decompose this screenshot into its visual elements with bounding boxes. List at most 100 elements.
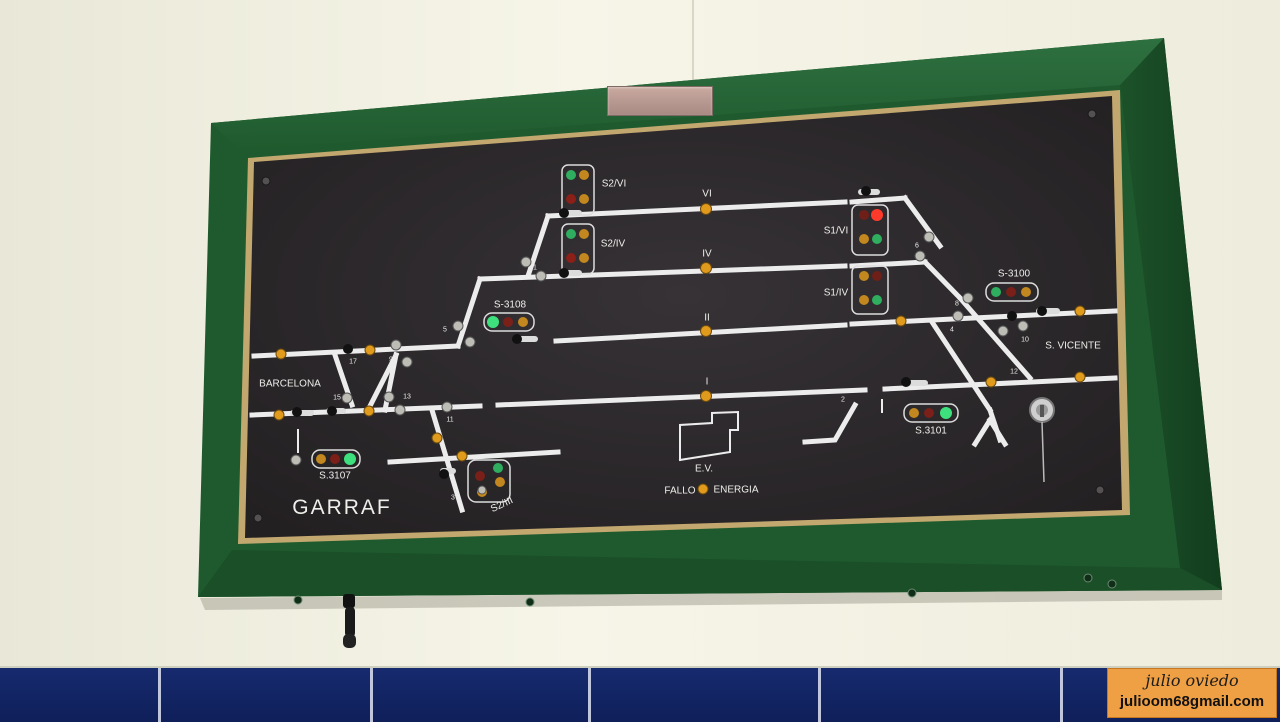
toggle-switch[interactable] bbox=[858, 186, 880, 196]
toggle-switch[interactable] bbox=[290, 407, 314, 417]
signal-label-s1-vi: S1/VI bbox=[823, 225, 849, 237]
toggle-switch[interactable] bbox=[559, 268, 582, 278]
point-lamp bbox=[520, 256, 532, 268]
signal-s3101 bbox=[903, 403, 959, 423]
signal-stack-s2-iv bbox=[561, 223, 595, 275]
wall-seam bbox=[692, 0, 694, 120]
signal-s3108 bbox=[483, 312, 535, 332]
lamp-power-failure bbox=[697, 483, 709, 495]
station-name: GARRAF bbox=[292, 496, 392, 519]
bolt-icon bbox=[525, 597, 535, 607]
signal-stack-s2-vi bbox=[561, 164, 595, 216]
bolt-icon bbox=[907, 588, 917, 598]
point-lamp bbox=[383, 391, 395, 403]
point-lamp bbox=[952, 310, 964, 322]
bolt-icon bbox=[293, 595, 303, 605]
frame-bolts bbox=[293, 573, 1117, 607]
signal-stack-s1-vi bbox=[851, 204, 889, 256]
point-lamp bbox=[962, 292, 974, 304]
switch-number: 17 bbox=[349, 358, 357, 366]
track-label-iv: IV bbox=[702, 248, 712, 260]
lamp-track-i bbox=[700, 390, 712, 402]
switch-number: 15 bbox=[333, 394, 341, 402]
lamp bbox=[985, 376, 997, 388]
amber-lamps bbox=[273, 203, 1086, 495]
track-label-ii: II bbox=[704, 312, 710, 324]
key-lock-icon[interactable] bbox=[1029, 397, 1055, 483]
point-lamp bbox=[535, 270, 547, 282]
tile-joint bbox=[1060, 668, 1063, 722]
lamp bbox=[1074, 371, 1086, 383]
signal-stack-s1-iv bbox=[851, 265, 889, 315]
toggle-switch[interactable] bbox=[326, 406, 346, 416]
tile-joint bbox=[818, 668, 821, 722]
screws bbox=[253, 109, 1105, 523]
toggle-switch[interactable] bbox=[901, 377, 928, 387]
watermark-email: julioom68gmail.com bbox=[1119, 693, 1265, 710]
switch-number: 12 bbox=[1010, 368, 1018, 376]
signal-label-s3100: S-3100 bbox=[997, 268, 1031, 280]
signal-label-s2-iv: S2/IV bbox=[600, 238, 626, 250]
switch-number: 9 bbox=[389, 356, 393, 364]
point-lamp bbox=[401, 356, 413, 368]
frame-right-side bbox=[1120, 38, 1222, 590]
point-lamps bbox=[290, 231, 1029, 495]
destination-right-label: S. VICENTE bbox=[1045, 340, 1101, 352]
lamp bbox=[273, 409, 285, 421]
point-lamp bbox=[341, 392, 353, 404]
switch-number: 8 bbox=[955, 300, 959, 308]
cabinet-shadow bbox=[200, 588, 1222, 610]
toggle-switch[interactable] bbox=[559, 208, 582, 218]
track-label-i: I bbox=[705, 376, 709, 388]
screw-icon bbox=[253, 513, 263, 523]
signal-s3100 bbox=[985, 282, 1039, 302]
frame-bottom-bevel bbox=[198, 550, 1222, 597]
point-lamp bbox=[997, 325, 1009, 337]
toggle-knob[interactable] bbox=[343, 344, 353, 354]
point-lamp bbox=[477, 485, 487, 495]
toggle-switches bbox=[290, 186, 1060, 479]
tile-joint bbox=[370, 668, 373, 722]
switch-number: 1 bbox=[533, 264, 537, 272]
signal-label-s3107: S.3107 bbox=[319, 470, 351, 482]
cabinet-nameplate bbox=[607, 86, 713, 116]
tile-joint bbox=[588, 668, 591, 722]
switch-number: 3 bbox=[451, 494, 455, 502]
lamp-track-ii bbox=[700, 325, 712, 337]
blue-tile-strip bbox=[0, 666, 1280, 722]
point-lamp bbox=[390, 339, 402, 351]
signal-s3107 bbox=[311, 449, 361, 469]
photographer-watermark: julio oviedo julioom68gmail.com bbox=[1107, 668, 1277, 718]
switch-number: 6 bbox=[915, 242, 919, 250]
lamp bbox=[1074, 305, 1086, 317]
screw-icon bbox=[261, 176, 271, 186]
screw-icon bbox=[1095, 485, 1105, 495]
destination-left-label: BARCELONA bbox=[259, 378, 321, 390]
toggle-switch[interactable] bbox=[512, 334, 538, 344]
lamp bbox=[363, 405, 375, 417]
switch-number: 13 bbox=[403, 393, 411, 401]
toggle-switch[interactable] bbox=[439, 468, 456, 479]
frame-key-switch[interactable] bbox=[343, 594, 356, 648]
watermark-name: julio oviedo bbox=[1145, 671, 1239, 690]
toggle-knob[interactable] bbox=[1007, 311, 1017, 321]
lamp-track-vi bbox=[700, 203, 712, 215]
point-lamp bbox=[464, 336, 476, 348]
switch-number: 2 bbox=[841, 396, 845, 404]
signal-label-s1-iv: S1/IV bbox=[823, 287, 849, 299]
lamp bbox=[895, 315, 907, 327]
switch-number: 10 bbox=[1021, 336, 1029, 344]
switch-number: 4 bbox=[950, 326, 954, 334]
lamp bbox=[275, 348, 287, 360]
bolt-icon bbox=[1083, 573, 1093, 583]
track-label-vi: VI bbox=[702, 188, 712, 200]
toggle-switch[interactable] bbox=[1036, 306, 1060, 316]
lamp bbox=[364, 344, 376, 356]
screw-icon bbox=[1087, 109, 1097, 119]
point-lamp bbox=[441, 401, 453, 413]
lamp-track-iv bbox=[700, 262, 712, 274]
lamp bbox=[431, 432, 443, 444]
tile-joint bbox=[158, 668, 161, 722]
ev-label: E.V. bbox=[695, 463, 713, 475]
